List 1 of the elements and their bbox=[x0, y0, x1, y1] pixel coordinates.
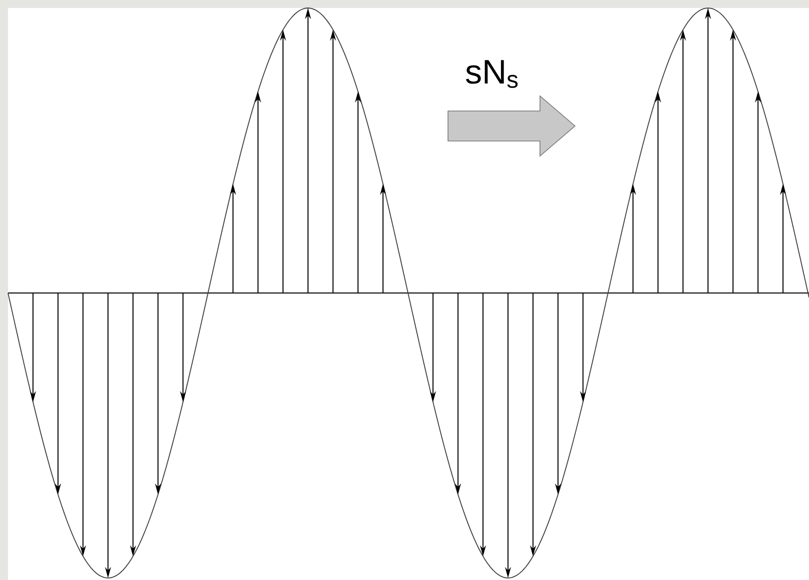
label: sN$_{s}$ bbox=[466, 60, 518, 88]
